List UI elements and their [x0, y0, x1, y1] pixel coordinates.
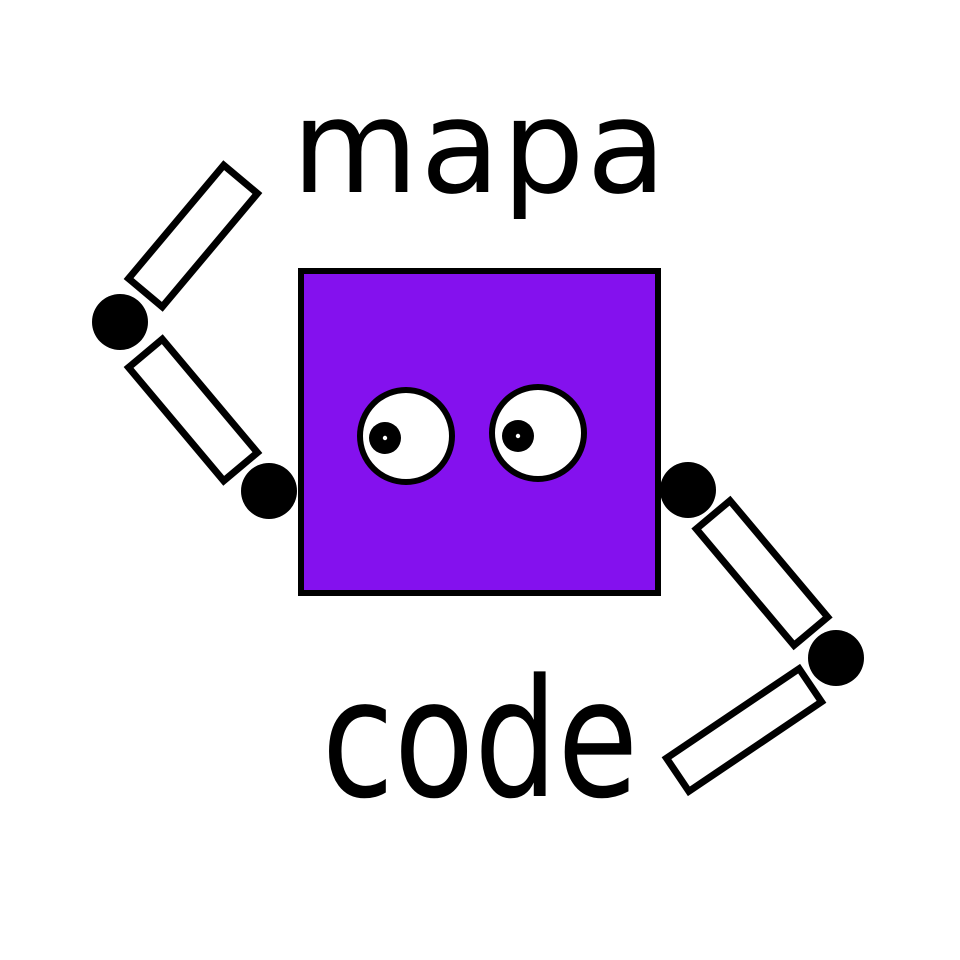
mascot-body	[298, 268, 661, 596]
logo-word-top: mapa	[292, 71, 668, 223]
left-pupil-highlight	[382, 435, 388, 441]
left-forearm-segment	[123, 334, 263, 486]
left-shoulder-joint	[241, 463, 297, 519]
right-eye-icon	[489, 384, 587, 482]
right-elbow-joint	[808, 630, 864, 686]
left-eye-icon	[357, 387, 455, 485]
right-upper-arm-segment	[691, 495, 833, 651]
left-upper-arm-segment	[123, 160, 263, 312]
left-arm-icon	[92, 160, 297, 519]
left-elbow-joint	[92, 294, 148, 350]
left-eye-white	[357, 387, 455, 485]
mascot-square-body	[298, 268, 661, 596]
right-shoulder-joint	[660, 462, 716, 518]
logo-word-bottom: code	[322, 645, 638, 836]
right-pupil-highlight	[515, 433, 521, 439]
right-arm-icon	[660, 462, 864, 797]
right-forearm-segment	[661, 663, 827, 797]
right-eye-white	[489, 384, 587, 482]
